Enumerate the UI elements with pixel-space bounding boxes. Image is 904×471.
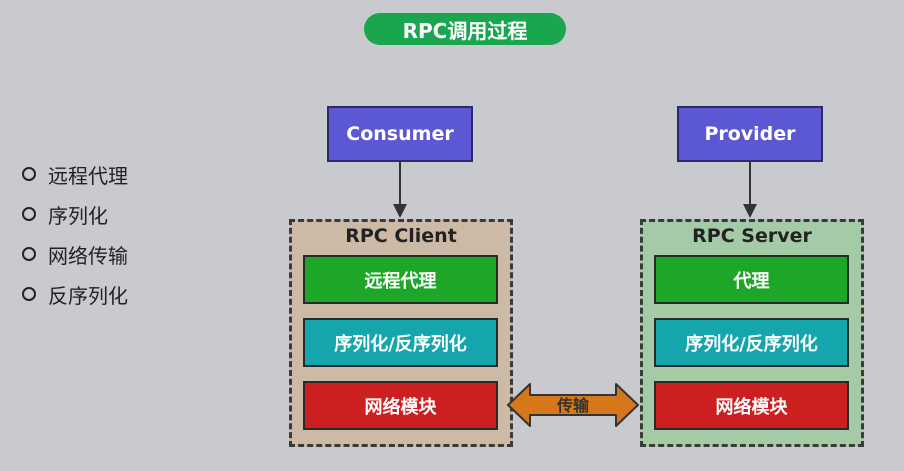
- circle-bullet-icon: [22, 247, 36, 261]
- circle-bullet-icon: [22, 167, 36, 181]
- rpc-client-group: RPC Client 远程代理 序列化/反序列化 网络模块: [289, 219, 513, 447]
- provider-box: Provider: [677, 106, 823, 162]
- consumer-arrow-icon: [393, 162, 407, 218]
- client-remote-proxy-module: 远程代理: [303, 255, 498, 304]
- client-serialization-module: 序列化/反序列化: [303, 318, 498, 367]
- bullet-text: 序列化: [48, 203, 108, 228]
- transfer-label: 传输: [556, 396, 589, 415]
- consumer-box: Consumer: [327, 106, 473, 162]
- transfer-double-arrow-icon: [507, 383, 639, 427]
- bullet-item: 网络传输: [22, 234, 128, 274]
- page-title: RPC调用过程: [364, 13, 566, 45]
- bullet-item: 序列化: [22, 194, 128, 234]
- circle-bullet-icon: [22, 207, 36, 221]
- client-network-module: 网络模块: [303, 381, 498, 430]
- provider-arrow-icon: [743, 162, 757, 218]
- bullet-text: 反序列化: [48, 283, 128, 308]
- rpc-server-label: RPC Server: [692, 225, 812, 247]
- rpc-client-label: RPC Client: [345, 225, 457, 247]
- bullet-item: 远程代理: [22, 154, 128, 194]
- bullet-item: 反序列化: [22, 274, 128, 314]
- bullet-text: 网络传输: [48, 243, 128, 268]
- server-proxy-module: 代理: [654, 255, 849, 304]
- rpc-server-group: RPC Server 代理 序列化/反序列化 网络模块: [640, 219, 864, 447]
- server-serialization-module: 序列化/反序列化: [654, 318, 849, 367]
- circle-bullet-icon: [22, 287, 36, 301]
- bullet-text: 远程代理: [48, 163, 128, 188]
- bullet-list: 远程代理 序列化 网络传输 反序列化: [22, 154, 128, 314]
- server-network-module: 网络模块: [654, 381, 849, 430]
